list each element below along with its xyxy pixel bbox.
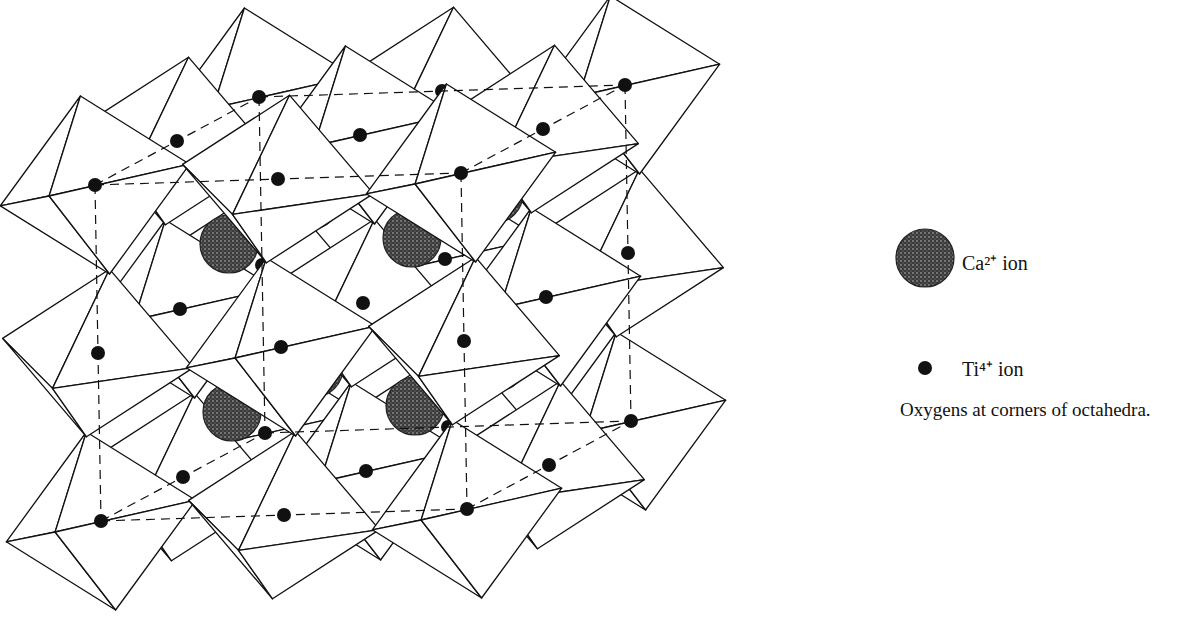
- unit-cell-edge: [467, 421, 631, 509]
- octahedron-face: [239, 530, 380, 599]
- octahedron-face: [49, 164, 190, 274]
- octahedron-face: [421, 488, 562, 598]
- unit-cell-edge: [265, 421, 631, 433]
- unit-cell-edge: [95, 97, 259, 185]
- unit-cell-edge: [95, 173, 461, 185]
- unit-cell-edge: [625, 85, 631, 421]
- octahedron: [186, 258, 375, 436]
- unit-cell-edge: [461, 173, 467, 509]
- unit-cell-edge: [101, 509, 467, 521]
- ti-ion: [539, 290, 553, 304]
- octahedron-face: [419, 356, 560, 425]
- unit-cell-edge: [461, 85, 625, 173]
- octahedron-face: [415, 152, 556, 262]
- note-label: Oxygens at corners of octahedra.: [900, 400, 1151, 421]
- unit-cell-edge: [259, 97, 265, 433]
- octahedron-face: [53, 368, 194, 437]
- ti-ion: [173, 302, 187, 316]
- ti-ion: [438, 252, 452, 266]
- unit-cell-edge: [259, 85, 625, 97]
- ti-ion-swatch: [918, 361, 932, 375]
- ti-ion: [359, 464, 373, 478]
- unit-cell-edge: [95, 185, 101, 521]
- legend-label: Ca²⁺ ion: [962, 252, 1028, 274]
- octahedron-face: [55, 500, 196, 610]
- octahedron-face: [233, 194, 374, 263]
- ti-ion: [274, 340, 288, 354]
- octahedra-lattice: [0, 0, 725, 610]
- unit-cell-edge: [101, 433, 265, 521]
- ti-ion: [356, 296, 370, 310]
- legend-label: Ti⁴⁺ ion: [962, 358, 1024, 380]
- unit-cell-lines: [95, 85, 631, 521]
- ti-ion: [353, 128, 367, 142]
- ca-ion-swatch: [896, 229, 954, 287]
- octahedron-face: [235, 326, 376, 436]
